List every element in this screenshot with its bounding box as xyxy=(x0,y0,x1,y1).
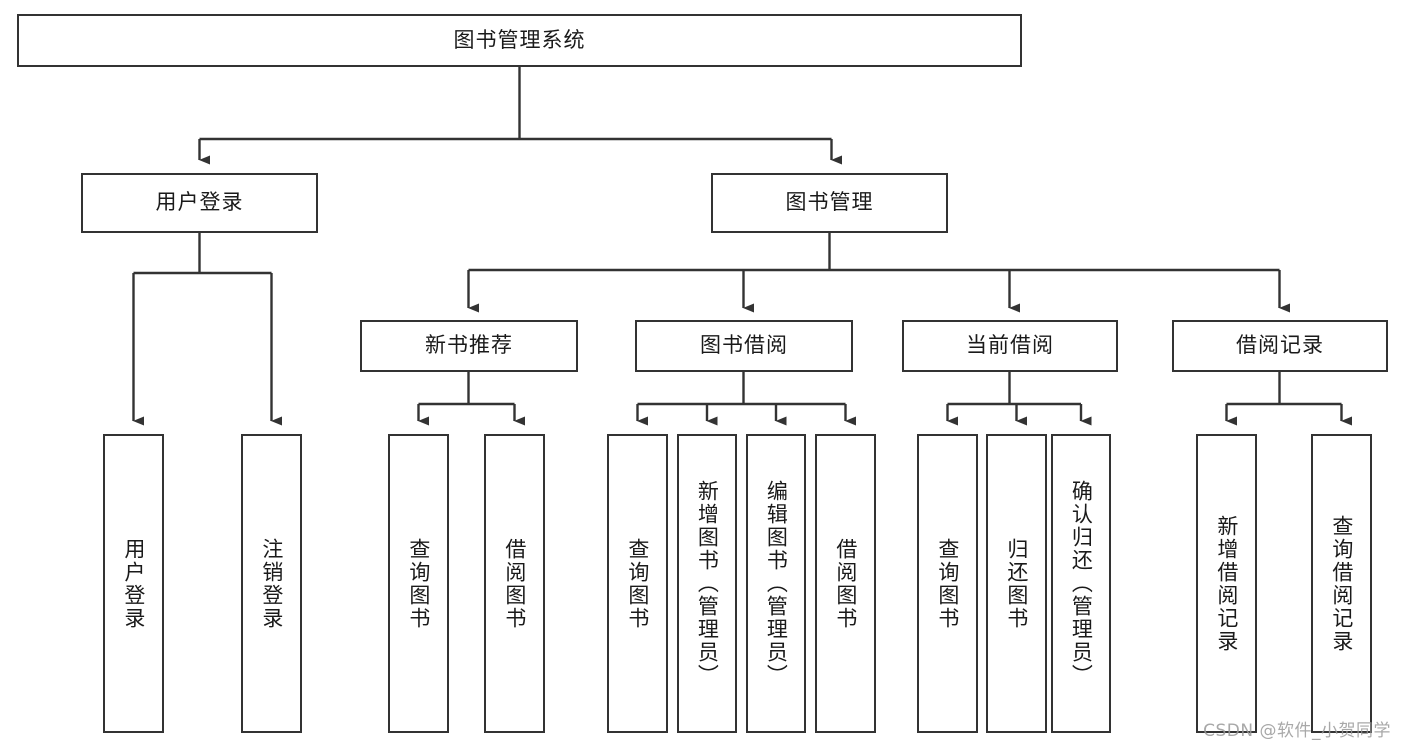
node-current-borrow[interactable]: 当前借阅 xyxy=(902,320,1118,372)
leaf-query-book-current[interactable]: 查询图书 xyxy=(917,434,978,733)
leaf-edit-book-admin-label: 编辑图书（管理员） xyxy=(764,480,789,687)
leaf-borrow-book-new[interactable]: 借阅图书 xyxy=(484,434,545,733)
leaf-logout-label: 注销登录 xyxy=(259,537,284,630)
node-book-management[interactable]: 图书管理 xyxy=(711,173,948,233)
leaf-borrow-book-label: 借阅图书 xyxy=(833,537,858,630)
node-current-borrow-label: 当前借阅 xyxy=(966,333,1054,358)
node-borrow-records-label: 借阅记录 xyxy=(1236,333,1324,358)
leaf-query-borrow-record-label: 查询借阅记录 xyxy=(1329,514,1354,653)
node-new-book-recommend[interactable]: 新书推荐 xyxy=(360,320,578,372)
leaf-borrow-book[interactable]: 借阅图书 xyxy=(815,434,876,733)
leaf-query-book-borrow-label: 查询图书 xyxy=(625,537,650,630)
leaf-query-book-borrow[interactable]: 查询图书 xyxy=(607,434,668,733)
leaf-confirm-return-admin[interactable]: 确认归还（管理员） xyxy=(1051,434,1111,733)
leaf-query-book-new[interactable]: 查询图书 xyxy=(388,434,449,733)
leaf-edit-book-admin[interactable]: 编辑图书（管理员） xyxy=(746,434,806,733)
leaf-query-book-current-label: 查询图书 xyxy=(935,537,960,630)
leaf-query-borrow-record[interactable]: 查询借阅记录 xyxy=(1311,434,1372,733)
node-user-login-label: 用户登录 xyxy=(155,190,244,215)
leaf-add-book-admin[interactable]: 新增图书（管理员） xyxy=(677,434,737,733)
leaf-confirm-return-admin-label: 确认归还（管理员） xyxy=(1069,480,1094,687)
node-root-label: 图书管理系统 xyxy=(453,27,586,52)
leaf-logout[interactable]: 注销登录 xyxy=(241,434,302,733)
node-root[interactable]: 图书管理系统 xyxy=(17,14,1022,67)
leaf-return-book-label: 归还图书 xyxy=(1004,537,1029,630)
leaf-add-borrow-record[interactable]: 新增借阅记录 xyxy=(1196,434,1257,733)
csdn-watermark: CSDN @软件_小贺同学 xyxy=(1203,721,1391,741)
leaf-return-book[interactable]: 归还图书 xyxy=(986,434,1047,733)
leaf-user-login-label: 用户登录 xyxy=(121,537,146,630)
leaf-add-book-admin-label: 新增图书（管理员） xyxy=(695,480,720,687)
leaf-query-book-new-label: 查询图书 xyxy=(406,537,431,630)
node-borrow-records[interactable]: 借阅记录 xyxy=(1172,320,1388,372)
leaf-add-borrow-record-label: 新增借阅记录 xyxy=(1214,514,1239,653)
node-book-borrow-label: 图书借阅 xyxy=(700,333,788,358)
node-book-management-label: 图书管理 xyxy=(785,190,874,215)
leaf-user-login[interactable]: 用户登录 xyxy=(103,434,164,733)
node-user-login[interactable]: 用户登录 xyxy=(81,173,318,233)
node-new-book-recommend-label: 新书推荐 xyxy=(425,333,513,358)
leaf-borrow-book-new-label: 借阅图书 xyxy=(502,537,527,630)
node-book-borrow[interactable]: 图书借阅 xyxy=(635,320,853,372)
